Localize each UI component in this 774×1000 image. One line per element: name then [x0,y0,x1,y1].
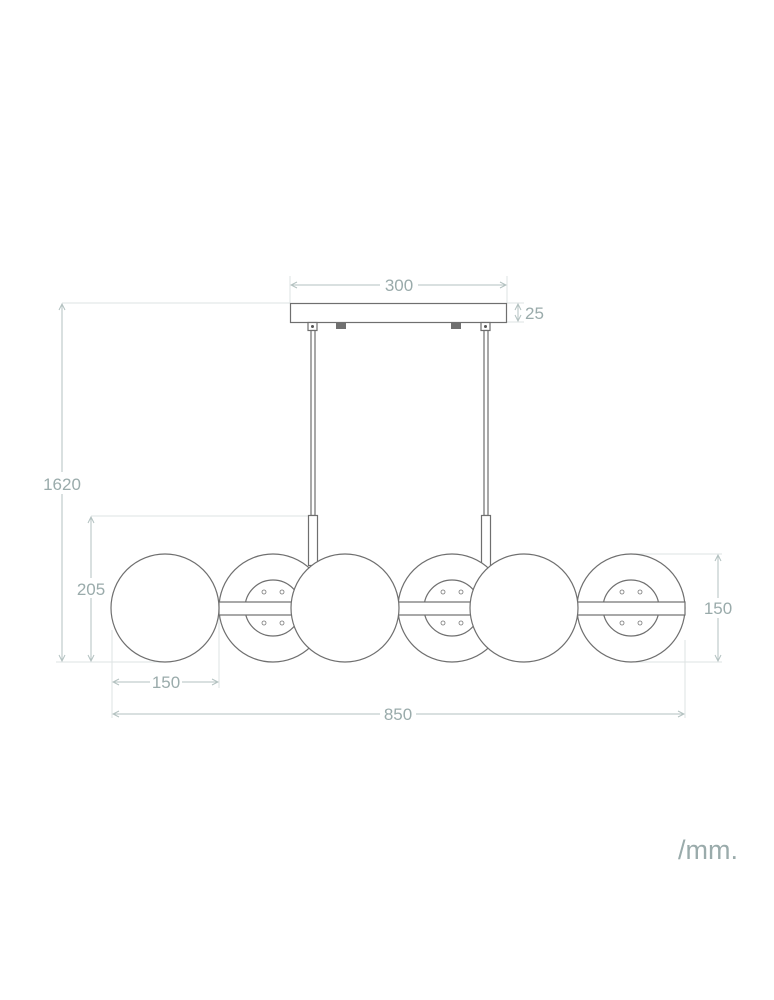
screw [637,589,643,595]
label-canopy-height: 25 [525,304,544,323]
screw [440,620,446,626]
rod-left [310,329,316,517]
screw [261,589,267,595]
screw [458,589,464,595]
label-globe-height: 150 [704,599,732,618]
screw [637,620,643,626]
cable-knob-right [451,322,461,329]
globe [469,553,579,663]
cable-knob-left [336,322,346,329]
back-disc [576,553,686,663]
label-row-height: 205 [77,580,105,599]
tube-left [307,514,319,567]
arm-bar [576,601,686,616]
rod-right [483,329,489,517]
label-total-width: 850 [384,705,412,724]
label-globe-width: 150 [152,673,180,692]
screw [619,620,625,626]
screw [619,589,625,595]
extension-lines [56,276,722,718]
screw [279,620,285,626]
back-discs [218,553,686,663]
screw [458,620,464,626]
globe [110,553,220,663]
canopy [289,302,508,577]
globes [110,553,579,663]
label-canopy-width: 300 [385,276,413,295]
screw [261,620,267,626]
screw [440,589,446,595]
unit-label: /mm. [678,835,738,865]
globe [290,553,400,663]
screw [279,589,285,595]
label-total-height: 1620 [43,475,81,494]
